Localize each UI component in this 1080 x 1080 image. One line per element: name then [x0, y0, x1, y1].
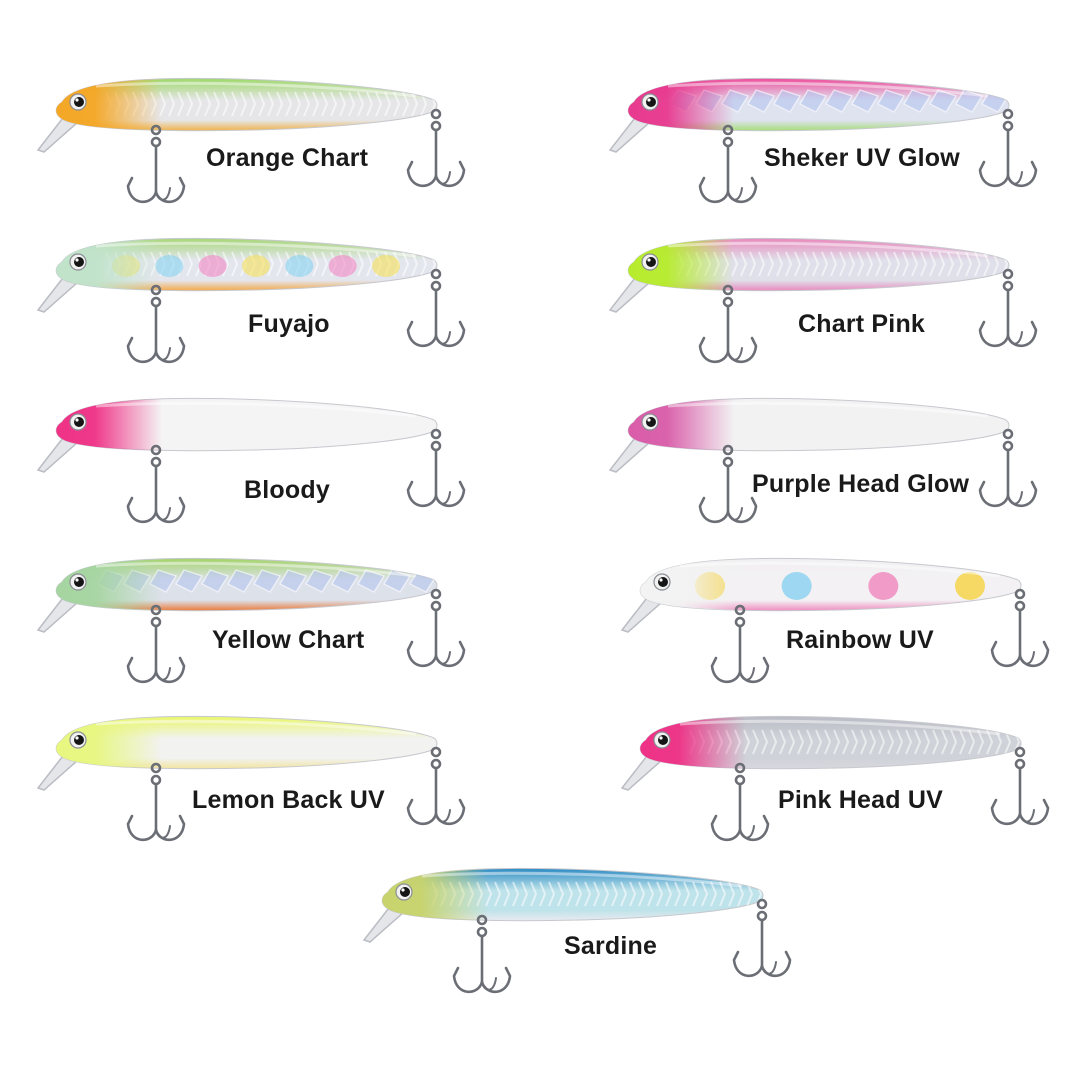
lure-pink-head-uv: Pink Head UV — [620, 708, 1060, 848]
belly-treble-hook — [126, 284, 186, 364]
belly-treble-hook — [710, 604, 770, 684]
belly-treble-hook — [126, 444, 186, 524]
lure-fuyajo: Fuyajo — [36, 230, 476, 370]
tail-treble-hook — [978, 428, 1038, 508]
lure-pink-head-uv-label: Pink Head UV — [778, 786, 943, 814]
belly-treble-hook — [698, 444, 758, 524]
tail-treble-hook — [406, 746, 466, 826]
belly-treble-hook — [710, 762, 770, 842]
lure-yellow-chart: Yellow Chart — [36, 550, 476, 690]
lure-bloody-label: Bloody — [244, 476, 330, 504]
lure-orange-chart-label: Orange Chart — [206, 144, 369, 172]
lure-fuyajo-illustration — [36, 237, 466, 364]
lure-sardine-illustration — [362, 867, 792, 994]
lure-lemon-back-uv-illustration — [36, 715, 466, 842]
lure-sardine: Sardine — [362, 860, 802, 1000]
lure-lemon-back-uv: Lemon Back UV — [36, 708, 476, 848]
tail-treble-hook — [406, 428, 466, 508]
lure-purple-head-glow: Purple Head Glow — [608, 390, 1048, 530]
tail-treble-hook — [406, 588, 466, 668]
tail-treble-hook — [978, 268, 1038, 348]
lure-rainbow-uv: Rainbow UV — [620, 550, 1060, 690]
lure-lemon-back-uv-label: Lemon Back UV — [192, 786, 385, 814]
lure-sheker-uv-glow-label: Sheker UV Glow — [764, 144, 960, 172]
lure-yellow-chart-illustration — [36, 557, 466, 684]
tail-treble-hook — [406, 108, 466, 188]
tail-treble-hook — [990, 588, 1050, 668]
lure-purple-head-glow-label: Purple Head Glow — [752, 470, 970, 498]
belly-treble-hook — [452, 914, 512, 994]
lure-chart-pink-label: Chart Pink — [798, 310, 926, 338]
lure-pink-head-uv-illustration — [620, 715, 1050, 842]
lure-purple-head-glow-illustration — [608, 397, 1038, 524]
belly-treble-hook — [126, 762, 186, 842]
tail-treble-hook — [406, 268, 466, 348]
lure-yellow-chart-label: Yellow Chart — [212, 626, 365, 654]
lure-bloody-illustration — [36, 397, 466, 524]
lure-sheker-uv-glow-illustration — [608, 77, 1038, 204]
lure-fuyajo-label: Fuyajo — [248, 310, 330, 338]
tail-treble-hook — [732, 898, 792, 978]
lure-bloody: Bloody — [36, 390, 476, 530]
belly-treble-hook — [126, 604, 186, 684]
lure-chart-pink-illustration — [608, 237, 1038, 364]
belly-treble-hook — [698, 124, 758, 204]
tail-treble-hook — [978, 108, 1038, 188]
belly-treble-hook — [698, 284, 758, 364]
lure-sheker-uv-glow: Sheker UV Glow — [608, 70, 1048, 210]
belly-treble-hook — [126, 124, 186, 204]
lure-chart-pink: Chart Pink — [608, 230, 1048, 370]
lure-rainbow-uv-illustration — [620, 557, 1050, 684]
lure-rainbow-uv-label: Rainbow UV — [786, 626, 934, 654]
lure-orange-chart: Orange Chart — [36, 70, 476, 210]
lure-orange-chart-illustration — [36, 77, 466, 204]
tail-treble-hook — [990, 746, 1050, 826]
lure-sardine-label: Sardine — [564, 932, 658, 960]
